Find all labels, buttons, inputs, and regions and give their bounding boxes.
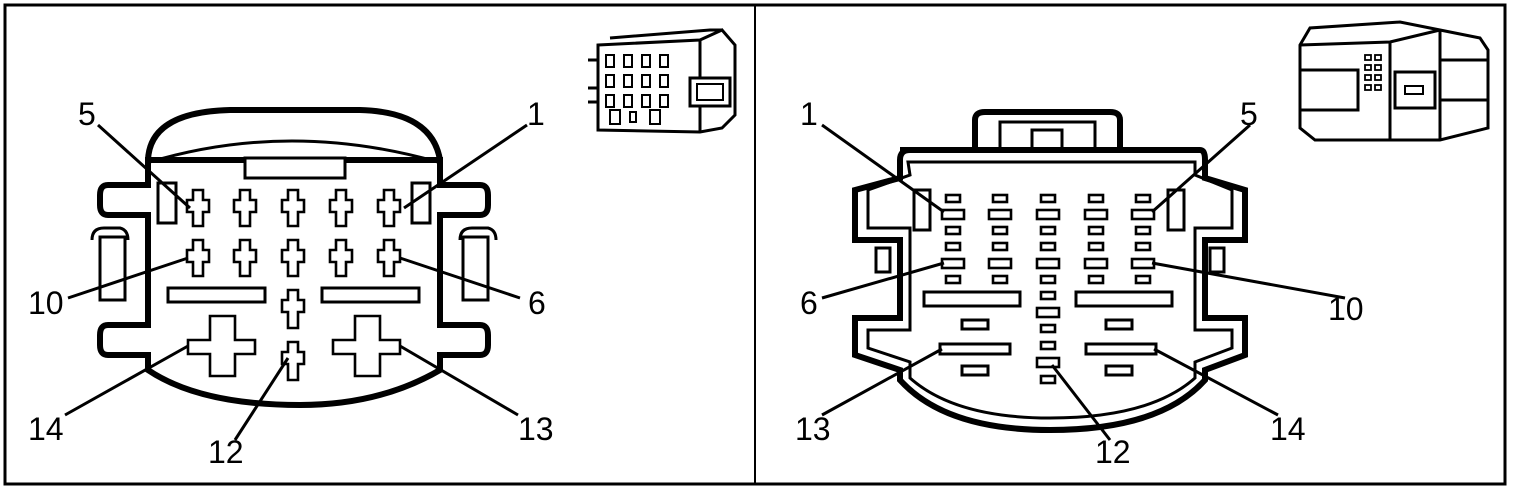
cavity bbox=[376, 238, 402, 278]
terminal-column bbox=[1130, 193, 1156, 285]
cavity bbox=[232, 188, 258, 228]
callout-10: 10 bbox=[28, 285, 64, 321]
callout-13: 13 bbox=[518, 411, 554, 447]
right-connector-thumbnail bbox=[1298, 20, 1490, 142]
callout-10: 10 bbox=[1328, 291, 1364, 327]
cavity bbox=[280, 288, 306, 330]
cavity bbox=[328, 188, 354, 228]
callout-14: 14 bbox=[28, 411, 64, 447]
cavity bbox=[280, 188, 306, 228]
callout-5: 5 bbox=[78, 96, 96, 132]
right-callouts: 1 5 6 10 13 12 14 bbox=[795, 96, 1364, 470]
callout-1: 1 bbox=[800, 96, 818, 132]
cavity-row-middle bbox=[185, 238, 402, 278]
cavity bbox=[186, 314, 257, 378]
callout-6: 6 bbox=[800, 285, 818, 321]
callout-13: 13 bbox=[795, 411, 831, 447]
terminal-column bbox=[1083, 193, 1109, 285]
cavity bbox=[280, 340, 306, 382]
cavity bbox=[328, 238, 354, 278]
terminal-column bbox=[940, 193, 966, 285]
callout-12: 12 bbox=[1095, 434, 1131, 470]
cavity bbox=[185, 238, 211, 278]
left-connector-thumbnail bbox=[588, 28, 737, 134]
left-cavities bbox=[185, 188, 402, 382]
terminal-column bbox=[987, 193, 1013, 285]
left-callouts: 5 1 10 6 14 12 13 bbox=[28, 96, 554, 470]
left-leader-lines bbox=[64, 123, 528, 441]
right-terminals bbox=[940, 193, 1156, 385]
right-leader-lines bbox=[821, 123, 1346, 441]
callout-1: 1 bbox=[527, 96, 545, 132]
terminal-column bbox=[1035, 193, 1061, 385]
right-panel: 1 5 6 10 13 12 14 bbox=[795, 20, 1490, 470]
callout-5: 5 bbox=[1240, 96, 1258, 132]
callout-12: 12 bbox=[208, 434, 244, 470]
cavity-row-top bbox=[185, 188, 402, 228]
cavity bbox=[376, 188, 402, 228]
cavity bbox=[232, 238, 258, 278]
callout-14: 14 bbox=[1270, 411, 1306, 447]
cavity bbox=[185, 188, 211, 228]
cavity bbox=[280, 238, 306, 278]
callout-6: 6 bbox=[528, 285, 546, 321]
cavity bbox=[331, 314, 402, 378]
left-panel: 5 1 10 6 14 12 13 bbox=[28, 28, 737, 470]
